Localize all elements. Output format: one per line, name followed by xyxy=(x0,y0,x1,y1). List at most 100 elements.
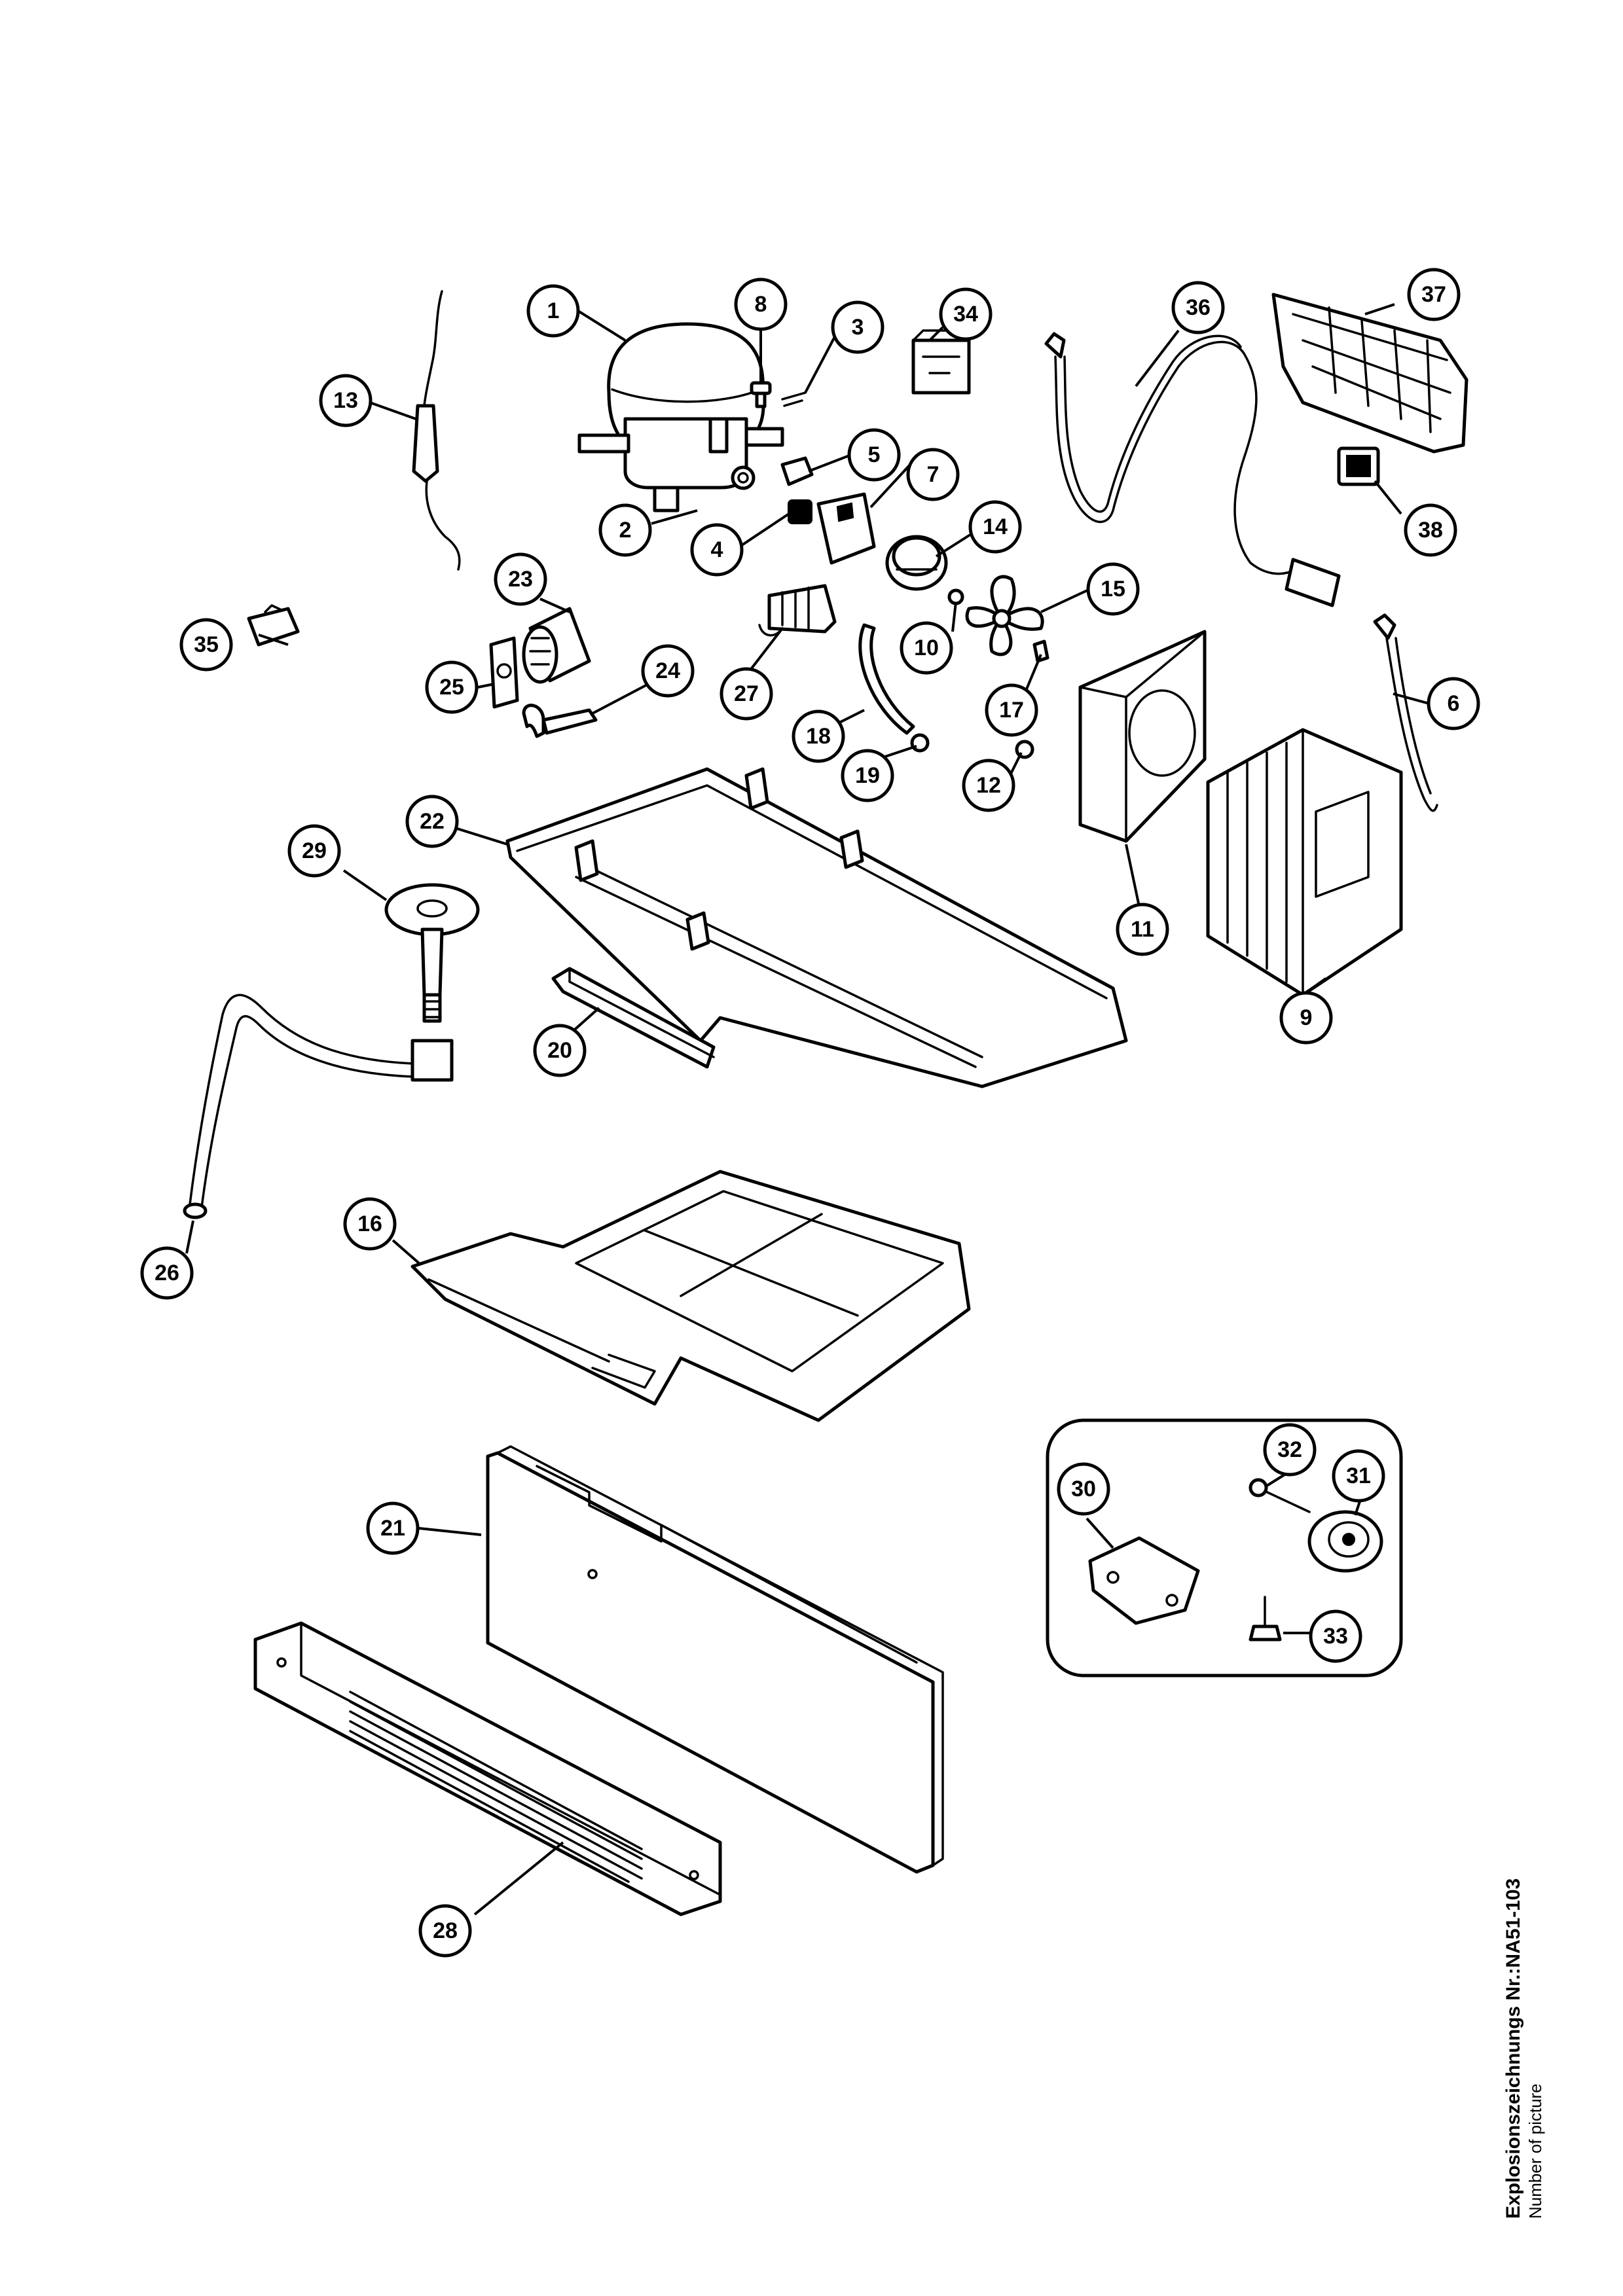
part-28-grille xyxy=(253,1621,722,1916)
svg-text:27: 27 xyxy=(734,681,759,706)
callout-27: 27 xyxy=(720,667,773,721)
svg-text:25: 25 xyxy=(439,675,464,700)
parts-inset-box xyxy=(1046,1418,1403,1677)
part-34-relay-cover xyxy=(911,329,977,395)
part-9-evaporator xyxy=(1206,728,1403,997)
part-11-fan-shroud xyxy=(1078,630,1207,843)
callout-34: 34 xyxy=(939,287,993,341)
svg-text:37: 37 xyxy=(1421,282,1446,307)
svg-text:5: 5 xyxy=(868,442,881,467)
part-1-compressor xyxy=(577,322,784,512)
part-22-evaporator-cover xyxy=(505,767,1128,1088)
callout-16: 16 xyxy=(343,1197,397,1251)
svg-text:29: 29 xyxy=(302,838,327,863)
callout-19: 19 xyxy=(841,749,894,802)
callout-17: 17 xyxy=(985,683,1038,737)
part-32-bolt xyxy=(1249,1478,1311,1513)
svg-text:23: 23 xyxy=(508,567,533,592)
svg-text:2: 2 xyxy=(619,518,632,543)
svg-text:33: 33 xyxy=(1323,1624,1348,1649)
svg-text:31: 31 xyxy=(1346,1463,1371,1488)
part-7-cover xyxy=(816,492,876,565)
callout-22: 22 xyxy=(405,795,459,848)
part-17-clip xyxy=(1032,639,1049,663)
callout-24: 24 xyxy=(641,644,695,698)
callout-25: 25 xyxy=(425,660,479,714)
callout-9: 9 xyxy=(1279,991,1333,1045)
part-19-grommet xyxy=(910,733,930,753)
callout-21: 21 xyxy=(366,1501,420,1555)
part-2-grommet xyxy=(731,465,756,490)
svg-text:10: 10 xyxy=(914,636,939,660)
part-18-motor-bracket xyxy=(858,623,915,735)
callout-30: 30 xyxy=(1057,1462,1110,1516)
part-16-drain-pan xyxy=(410,1170,971,1422)
callout-36: 36 xyxy=(1171,281,1225,334)
callout-29: 29 xyxy=(287,824,341,878)
callout-15: 15 xyxy=(1086,562,1140,616)
callout-13: 13 xyxy=(319,374,373,427)
part-37-control-housing xyxy=(1271,293,1468,454)
svg-text:16: 16 xyxy=(357,1211,382,1236)
part-33-leveler xyxy=(1249,1596,1282,1641)
part-5-overload xyxy=(780,456,814,486)
callout-28: 28 xyxy=(418,1904,472,1958)
part-38-switch xyxy=(1337,446,1380,486)
svg-text:1: 1 xyxy=(547,298,560,323)
svg-text:9: 9 xyxy=(1300,1005,1313,1030)
svg-text:21: 21 xyxy=(380,1516,405,1541)
svg-text:38: 38 xyxy=(1418,518,1443,543)
svg-text:36: 36 xyxy=(1186,295,1211,320)
svg-text:20: 20 xyxy=(547,1038,572,1063)
callout-31: 31 xyxy=(1332,1449,1385,1503)
svg-text:34: 34 xyxy=(953,302,978,327)
svg-text:24: 24 xyxy=(655,658,680,683)
svg-text:4: 4 xyxy=(711,537,723,562)
callout-33: 33 xyxy=(1309,1609,1362,1663)
svg-text:17: 17 xyxy=(999,698,1024,723)
svg-text:30: 30 xyxy=(1071,1477,1096,1501)
svg-text:8: 8 xyxy=(755,292,767,317)
callout-23: 23 xyxy=(494,552,547,606)
callout-10: 10 xyxy=(900,621,953,675)
callout-7: 7 xyxy=(906,448,960,501)
part-24-bracket xyxy=(522,704,598,738)
drawing-number-caption: Explosionszeichnungs Nr.:NA51-103 Number… xyxy=(1503,1878,1546,2219)
svg-text:15: 15 xyxy=(1101,577,1125,601)
svg-text:13: 13 xyxy=(333,388,358,413)
callout-32: 32 xyxy=(1263,1423,1317,1477)
part-29-drain-funnel xyxy=(384,883,480,1023)
part-4-relay xyxy=(788,499,812,524)
callout-4: 4 xyxy=(690,523,744,577)
callout-14: 14 xyxy=(968,500,1022,554)
svg-text:7: 7 xyxy=(927,462,939,487)
callout-5: 5 xyxy=(847,428,901,482)
part-14-fan-motor xyxy=(885,535,948,591)
part-6-cord xyxy=(1373,613,1438,812)
callout-20: 20 xyxy=(533,1024,587,1077)
callout-18: 18 xyxy=(792,709,845,763)
part-30-hinge-bracket xyxy=(1088,1536,1200,1625)
part-26-drain-tube xyxy=(183,994,454,1219)
svg-text:28: 28 xyxy=(433,1918,458,1943)
part-27-terminal-block xyxy=(758,584,837,637)
part-23-thermostat xyxy=(522,607,591,684)
svg-text:35: 35 xyxy=(194,632,219,657)
callout-11: 11 xyxy=(1116,903,1169,956)
callout-6: 6 xyxy=(1427,677,1480,730)
svg-text:6: 6 xyxy=(1448,691,1460,716)
part-20-channel xyxy=(551,967,716,1069)
callout-35: 35 xyxy=(179,618,233,672)
drawing-number-subtitle: Number of picture xyxy=(1525,2083,1545,2219)
callout-38: 38 xyxy=(1404,503,1457,557)
svg-text:19: 19 xyxy=(855,763,880,788)
svg-text:22: 22 xyxy=(420,809,445,834)
callout-3: 3 xyxy=(831,300,884,354)
svg-text:12: 12 xyxy=(976,773,1001,798)
svg-text:3: 3 xyxy=(852,315,864,340)
callout-26: 26 xyxy=(140,1246,194,1300)
callout-2: 2 xyxy=(598,503,652,557)
svg-text:14: 14 xyxy=(983,514,1008,539)
callout-1: 1 xyxy=(526,284,580,338)
